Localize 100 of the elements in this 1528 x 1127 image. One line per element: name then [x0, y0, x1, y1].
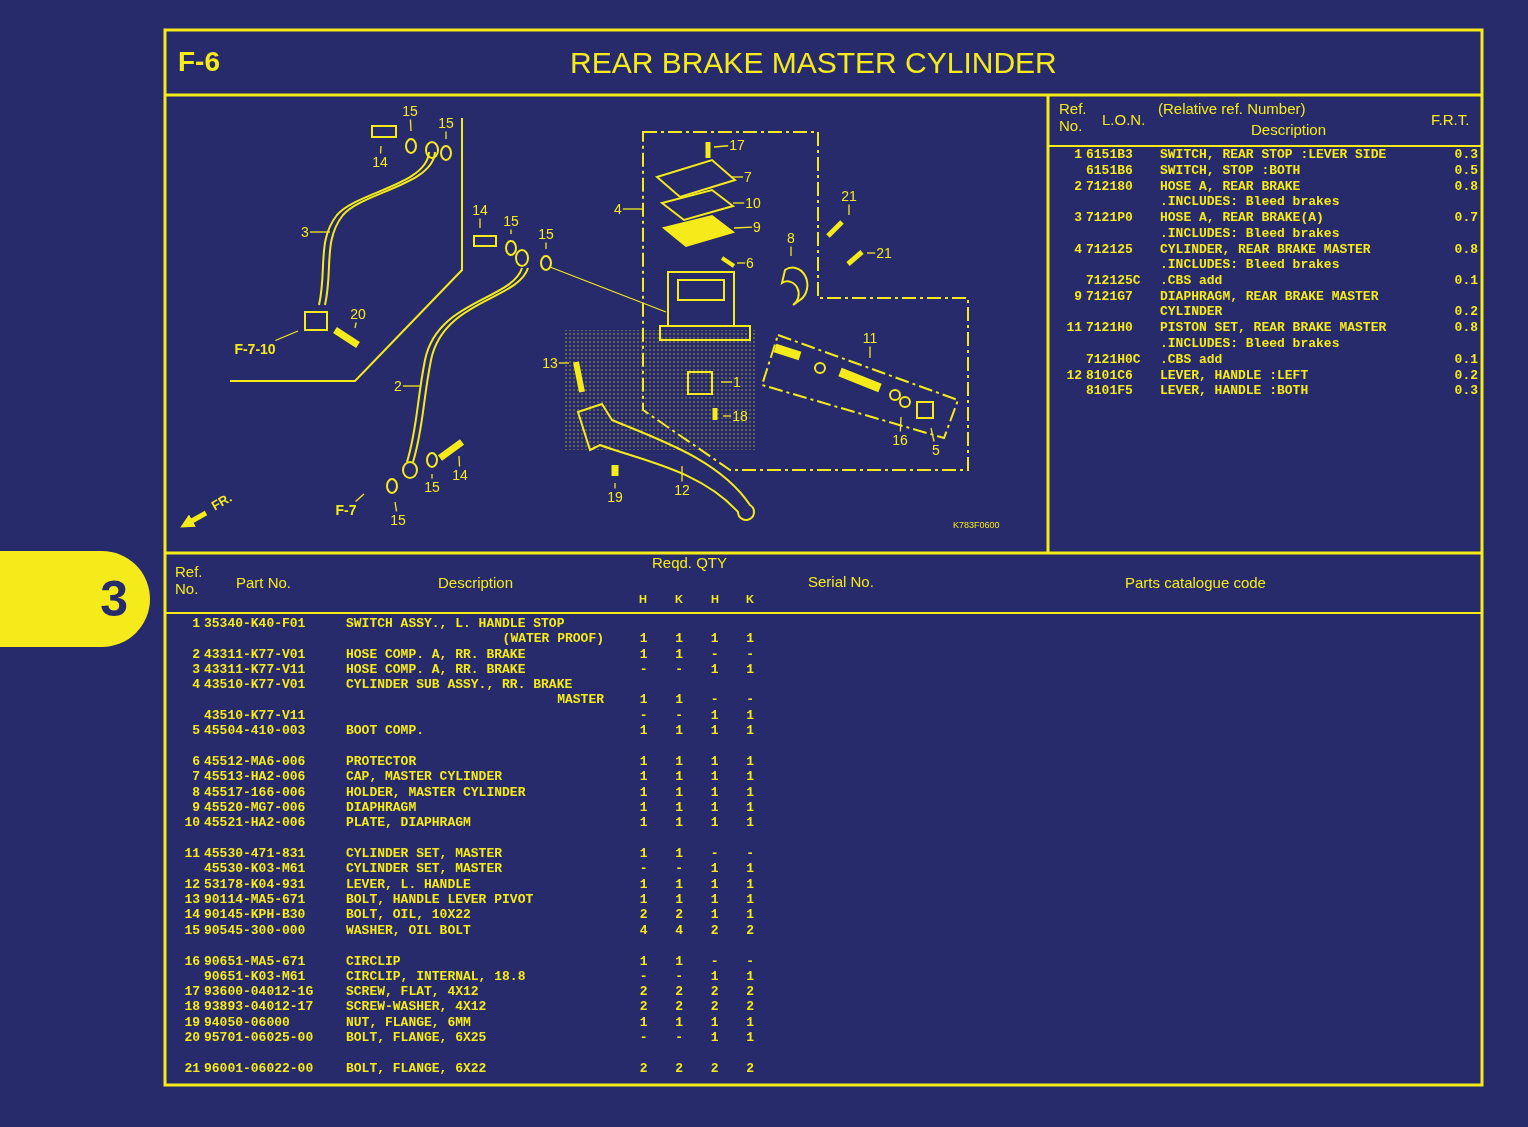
- leader-line: [930, 427, 935, 443]
- leader-line: [445, 130, 447, 140]
- callout-number: F-7: [335, 502, 357, 518]
- reference-number: 1: [191, 616, 200, 632]
- callout-number: 1: [733, 374, 741, 390]
- callout-number: 15: [390, 512, 406, 528]
- callout-number: 4: [614, 201, 622, 217]
- quantity: 1: [745, 799, 756, 816]
- part-description: SWITCH, STOP :BOTH: [1159, 162, 1302, 179]
- leader-line: [309, 231, 331, 233]
- column-header: Ref. No.: [175, 563, 204, 597]
- quantity: -: [709, 846, 720, 862]
- part-number: 53178-K04-931: [203, 876, 307, 892]
- callout-number: 14: [452, 467, 468, 483]
- quantity: 1: [674, 631, 685, 647]
- labor-operation-number: 712125: [1085, 241, 1134, 257]
- part-description: BOLT, HANDLE LEVER PIVOT: [345, 892, 535, 908]
- quantity: 1: [745, 723, 756, 739]
- callout-number: 13: [542, 355, 558, 371]
- quantity: 1: [638, 953, 649, 969]
- part-description: .INCLUDES: Bleed brakes: [1159, 336, 1341, 352]
- part-number: 43510-K77-V01: [203, 677, 307, 693]
- quantity: 1: [745, 661, 756, 678]
- part-number: 43311-K77-V01: [203, 646, 307, 662]
- part-number: 90145-KPH-B30: [203, 907, 307, 923]
- quantity: 2: [709, 1060, 720, 1077]
- quantity: 2: [638, 999, 649, 1015]
- part-number: 35340-K40-F01: [203, 616, 307, 632]
- reference-number: 16: [183, 953, 200, 969]
- quantity: -: [709, 692, 720, 708]
- column-header: Description: [1251, 121, 1327, 138]
- quantity: 1: [674, 815, 685, 831]
- column-header: Ref. No.: [1059, 100, 1088, 134]
- leader-line: [458, 455, 461, 468]
- leader-line: [713, 145, 729, 148]
- quantity: 1: [745, 815, 756, 831]
- reference-number: 4: [1073, 241, 1082, 257]
- reference-number: 1: [1073, 147, 1082, 163]
- quantity: 1: [638, 784, 649, 800]
- leader-line: [394, 501, 398, 513]
- part-number: 45520-MG7-006: [203, 799, 307, 816]
- labor-operation-number: 7121H0: [1085, 320, 1134, 336]
- quantity: 2: [674, 1060, 685, 1077]
- figure-number: F-6: [178, 46, 220, 78]
- part-description: LEVER, HANDLE :LEFT: [1159, 367, 1310, 383]
- quantity: -: [674, 1030, 685, 1046]
- leader-line: [681, 465, 683, 483]
- leader-line: [622, 208, 644, 210]
- part-description: CYLINDER SET, MASTER: [345, 861, 504, 877]
- quantity: 1: [745, 892, 756, 908]
- reference-number: 3: [191, 661, 200, 678]
- callout-number: 9: [753, 219, 761, 235]
- quantity: 1: [674, 1014, 685, 1030]
- quantity: 2: [638, 984, 649, 1000]
- reference-number: 14: [183, 907, 200, 923]
- part-description: DIAPHRAGM, REAR BRAKE MASTER CYLINDER: [1159, 288, 1380, 320]
- part-description: .INCLUDES: Bleed brakes: [1159, 225, 1341, 242]
- quantity: 1: [709, 631, 720, 647]
- quantity: -: [638, 861, 649, 877]
- part-description: LEVER, HANDLE :BOTH: [1159, 383, 1310, 399]
- reference-number: 12: [1065, 367, 1082, 383]
- part-number: 45530-471-831: [203, 846, 307, 862]
- column-header: K: [746, 593, 754, 605]
- quantity: 1: [709, 754, 720, 770]
- reference-number: 4: [191, 677, 200, 693]
- reference-number: 19: [183, 1014, 200, 1030]
- quantity: -: [745, 692, 756, 708]
- part-description: NUT, FLANGE, 6MM: [345, 1014, 472, 1030]
- part-number: 45530-K03-M61: [203, 861, 307, 877]
- leader-line: [510, 228, 512, 235]
- quantity: 1: [745, 968, 756, 985]
- column-header: Reqd. QTY: [652, 554, 728, 571]
- column-header: Parts catalogue code: [1125, 574, 1266, 591]
- quantity: -: [745, 646, 756, 662]
- part-number: 45517-166-006: [203, 784, 307, 800]
- quantity: 1: [745, 1014, 756, 1030]
- part-description: .CBS add: [1159, 273, 1224, 289]
- part-number: 90651-MA5-671: [203, 953, 307, 969]
- quantity: 1: [638, 815, 649, 831]
- leader-line: [848, 203, 850, 216]
- part-description: PLATE, DIAPHRAGM: [345, 815, 472, 831]
- part-description: PROTECTOR: [345, 754, 418, 770]
- reference-number: 10: [183, 815, 200, 831]
- callout-number: 11: [862, 330, 878, 346]
- quantity: 1: [674, 876, 685, 892]
- quantity: 2: [709, 984, 720, 1000]
- leader-line: [732, 202, 745, 204]
- quantity: 1: [638, 846, 649, 862]
- reference-number: 20: [183, 1030, 200, 1046]
- part-number: 90651-K03-M61: [203, 968, 307, 985]
- quantity: 4: [638, 922, 649, 938]
- quantity: 2: [745, 1060, 756, 1077]
- quantity: 2: [674, 907, 685, 923]
- quantity: 1: [638, 769, 649, 785]
- quantity: 1: [674, 769, 685, 785]
- labor-operation-number: 7121P0: [1085, 210, 1134, 226]
- quantity: 1: [709, 1014, 720, 1030]
- reference-number: 3: [1073, 210, 1082, 226]
- flat-rate-time: 0.7: [1453, 210, 1478, 226]
- quantity: 1: [745, 784, 756, 800]
